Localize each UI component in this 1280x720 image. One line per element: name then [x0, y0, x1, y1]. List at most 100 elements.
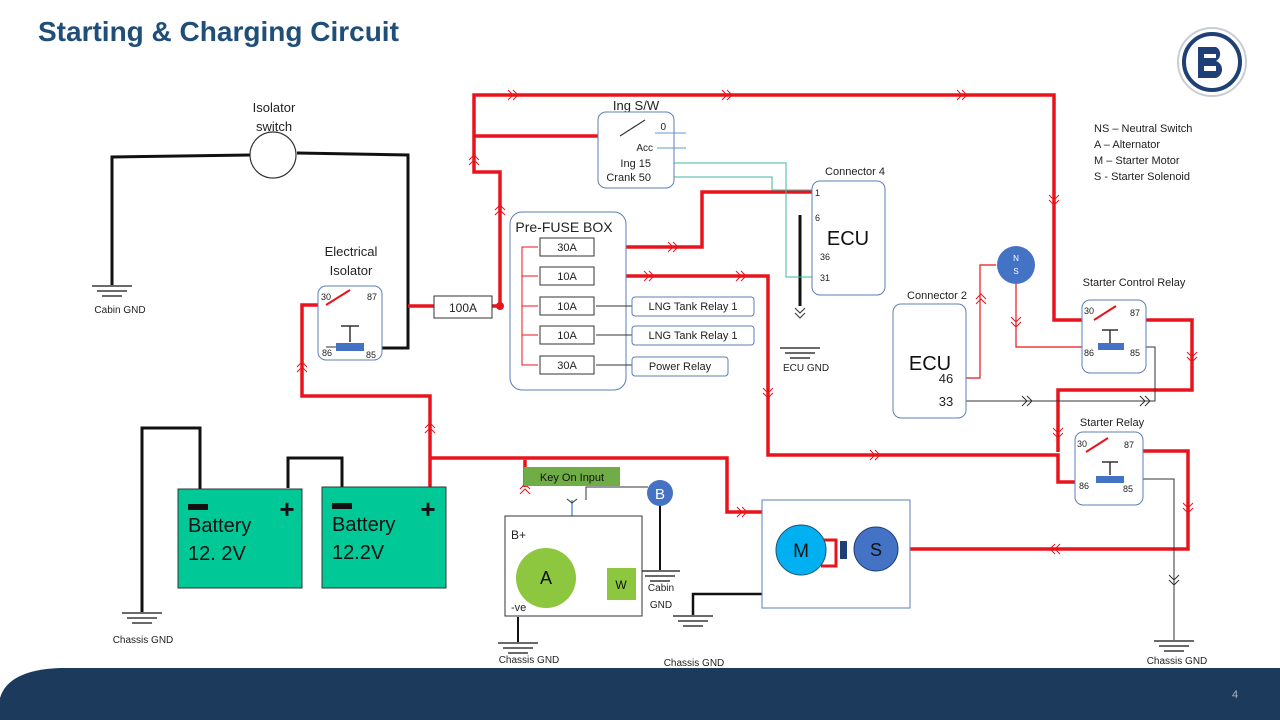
- svg-text:87: 87: [367, 292, 377, 302]
- ecu1-label: ECU: [827, 228, 869, 250]
- power-relay-label: Power Relay: [649, 361, 712, 373]
- fuse-label: 30A: [557, 360, 577, 372]
- svg-text:0: 0: [660, 122, 666, 133]
- svg-text:B: B: [655, 486, 665, 503]
- svg-text:Ing 15: Ing 15: [620, 158, 651, 170]
- svg-text:Acc: Acc: [636, 143, 653, 154]
- footer-band: [0, 668, 1280, 720]
- svg-text:+: +: [279, 494, 294, 524]
- svg-text:36: 36: [820, 252, 830, 262]
- svg-text:30: 30: [1084, 306, 1094, 316]
- starter-assembly: M S: [761, 499, 911, 609]
- svg-text:W: W: [615, 578, 627, 592]
- ecu2-label: ECU: [909, 353, 951, 375]
- neutral-switch: N S: [997, 246, 1035, 284]
- svg-text:6: 6: [815, 213, 820, 223]
- svg-text:1: 1: [815, 188, 820, 198]
- svg-text:-ve: -ve: [511, 602, 526, 614]
- ground-icon: [640, 570, 680, 582]
- ground-icon: [1154, 640, 1194, 652]
- starter-relay: 30 87 86 85: [1074, 431, 1144, 506]
- connector-4-label: Connector 4: [825, 166, 885, 178]
- electrical-isolator-label: Electrical: [325, 244, 378, 259]
- svg-text:+: +: [420, 494, 435, 524]
- prefuse-label: Pre-FUSE BOX: [515, 219, 613, 235]
- main-fuse: [433, 295, 493, 319]
- key-on-input-label: Key On Input: [540, 472, 604, 484]
- svg-text:30: 30: [1077, 439, 1087, 449]
- ign-switch-label: Ing S/W: [613, 98, 660, 113]
- electrical-isolator-relay: 30 87 86 85: [317, 285, 383, 361]
- legend-item: A – Alternator: [1094, 139, 1161, 151]
- chassis-gnd-label: Chassis GND: [1147, 656, 1208, 667]
- svg-text:87: 87: [1130, 308, 1140, 318]
- svg-text:85: 85: [1130, 348, 1140, 358]
- svg-text:M: M: [793, 541, 809, 562]
- fuse-label: 10A: [557, 301, 577, 313]
- wire-cabin-gnd: [110, 153, 251, 285]
- battery-label: Battery: [188, 515, 251, 537]
- ground-icon: [122, 612, 162, 624]
- ignition-switch: Ing S/W 0 Acc Ing 15 Crank 50: [597, 98, 686, 189]
- svg-text:Crank 50: Crank 50: [606, 172, 651, 184]
- battery-2: + Battery 12.2V: [321, 486, 447, 589]
- lng-relay-label: LNG Tank Relay 1: [648, 330, 737, 342]
- ecu-gnd-label: ECU GND: [783, 363, 829, 374]
- starter-control-relay: 30 87 86 85: [1081, 299, 1147, 374]
- chassis-gnd-label: Chassis GND: [113, 635, 174, 646]
- starter-control-relay-label: Starter Control Relay: [1083, 277, 1186, 289]
- lng-relay-label: LNG Tank Relay 1: [648, 301, 737, 313]
- battery-voltage: 12. 2V: [188, 543, 246, 565]
- electrical-isolator-label: Isolator: [330, 263, 373, 278]
- svg-text:33: 33: [939, 394, 953, 409]
- cabin-gnd-label: GND: [650, 600, 672, 611]
- battery-label: Battery: [332, 514, 395, 536]
- cabin-gnd-label: Cabin: [648, 583, 674, 594]
- svg-text:30: 30: [321, 292, 331, 302]
- ecu-connector-2: Connector 2 ECU 46 33: [892, 290, 967, 419]
- legend-item: NS – Neutral Switch: [1094, 123, 1193, 135]
- chassis-gnd-label: Chassis GND: [499, 655, 560, 666]
- svg-text:86: 86: [322, 348, 332, 358]
- battery-voltage: 12.2V: [332, 542, 385, 564]
- alternator: Key On Input B+ A W -ve B: [504, 467, 673, 617]
- chassis-gnd-label: Chassis GND: [664, 658, 725, 669]
- legend: NS – Neutral Switch A – Alternator M – S…: [1094, 121, 1192, 185]
- isolator-switch-label: switch: [256, 119, 292, 134]
- main-fuse-label: 100A: [449, 301, 477, 315]
- ecu-connector-4: Connector 4 ECU 1 6 36 31: [811, 166, 886, 296]
- ground-icon: [92, 285, 132, 297]
- svg-text:85: 85: [366, 350, 376, 360]
- isolator-switch-icon: [249, 131, 297, 179]
- page-number: 4: [1232, 689, 1239, 701]
- prefuse-box: Pre-FUSE BOX 30A 10A 10A 10A 30A: [509, 211, 632, 391]
- isolator-switch-label: Isolator: [253, 100, 296, 115]
- svg-text:S: S: [1013, 267, 1018, 276]
- svg-text:31: 31: [820, 273, 830, 283]
- svg-text:85: 85: [1123, 484, 1133, 494]
- svg-text:S: S: [870, 540, 882, 560]
- wire-battery-link: [286, 456, 344, 488]
- ground-icon: [498, 642, 538, 654]
- connector-2-label: Connector 2: [907, 290, 967, 302]
- fuse-label: 30A: [557, 242, 577, 254]
- svg-text:A: A: [540, 568, 552, 588]
- relay-label-boxes: LNG Tank Relay 1 LNG Tank Relay 1 Power …: [631, 296, 755, 377]
- fuse-label: 10A: [557, 271, 577, 283]
- starter-relay-label: Starter Relay: [1080, 417, 1145, 429]
- ground-icon: [673, 615, 713, 627]
- cabin-gnd-label: Cabin GND: [94, 305, 145, 316]
- ground-icon: [780, 347, 820, 359]
- svg-text:B+: B+: [511, 528, 526, 542]
- legend-item: S - Starter Solenoid: [1094, 171, 1190, 183]
- svg-text:86: 86: [1084, 348, 1094, 358]
- svg-text:N: N: [1013, 254, 1019, 263]
- wire-battery-chassis: [140, 426, 202, 612]
- svg-text:87: 87: [1124, 440, 1134, 450]
- svg-text:86: 86: [1079, 481, 1089, 491]
- battery-1: + Battery 12. 2V: [177, 488, 303, 589]
- wire-isolator-85: [296, 151, 410, 350]
- page-title: Starting & Charging Circuit: [38, 16, 399, 47]
- fuse-label: 10A: [557, 330, 577, 342]
